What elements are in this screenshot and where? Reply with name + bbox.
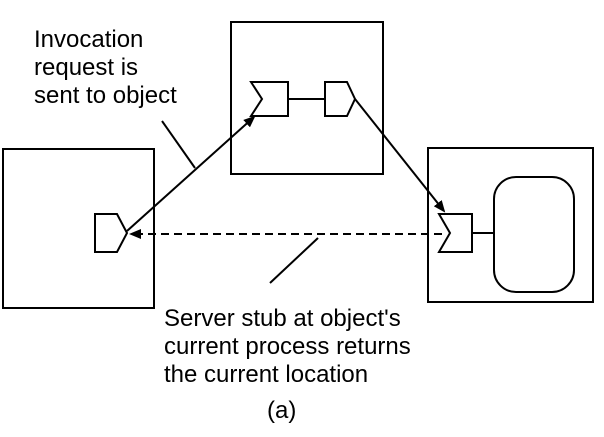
object-box <box>493 176 575 293</box>
server-stub-note: Server stub at object's current process … <box>164 305 411 389</box>
figure-caption: (a) <box>267 397 297 424</box>
invocation-note-line: request is <box>34 54 139 81</box>
client-proxy <box>94 213 129 253</box>
invocation-note-line: Invocation <box>34 26 144 53</box>
server-stub <box>437 213 473 253</box>
server-process-box <box>427 147 594 303</box>
server-stub-note-line: Server stub at object's <box>164 305 401 332</box>
forwarding-skeleton <box>249 81 289 117</box>
invocation-note-line: sent to object <box>34 82 177 109</box>
invocation-note-leader <box>161 120 196 169</box>
invocation-arrow <box>126 115 256 232</box>
client-process-box <box>2 148 155 309</box>
invocation-note: Invocation request is sent to object <box>34 26 177 110</box>
forwarding-proxy <box>324 81 357 117</box>
server-stub-note-line: the current location <box>164 361 369 388</box>
server-stub-note-line: current process returns <box>164 333 411 360</box>
forwarding-process-box <box>230 21 384 175</box>
forward-arrow <box>354 98 446 213</box>
server-note-leader <box>269 237 319 284</box>
